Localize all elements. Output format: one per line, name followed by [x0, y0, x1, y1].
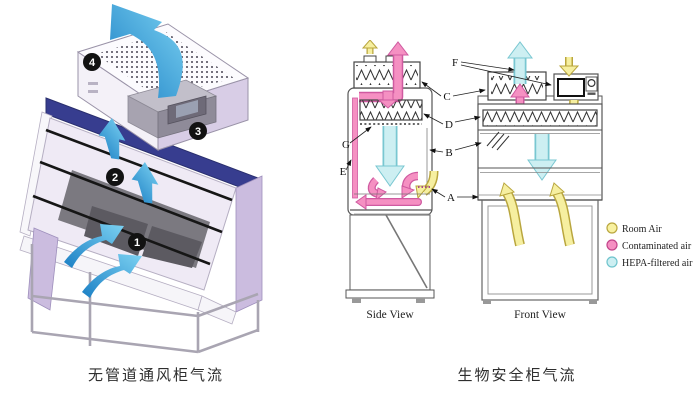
bsc-diagram: Side View	[340, 40, 693, 321]
sash-airflow-arrows	[98, 118, 159, 204]
svg-text:3: 3	[195, 126, 201, 138]
right-figure-caption: 生物安全柜气流	[457, 367, 577, 384]
svg-text:1: 1	[134, 237, 140, 249]
exhaust-arrow-icon	[110, 4, 183, 98]
part-label-C: C	[443, 91, 450, 103]
hepa-downflow-front-icon	[527, 134, 557, 181]
side-view-label: Side View	[366, 309, 414, 321]
ductless-hood-illustration: 1 2 3 4	[19, 4, 263, 354]
motor-dial-icon	[585, 76, 598, 95]
under-worktop-flow-icon	[355, 194, 422, 210]
legend-item-contaminated-air: Contaminated air	[606, 239, 692, 252]
part-label-F: F	[452, 57, 458, 69]
side-view: Side View	[345, 40, 439, 321]
contaminated-exhaust-arrow-icon	[359, 41, 410, 103]
legend-swatch-hepa-filtered-air	[606, 256, 618, 268]
side-view-stand	[345, 214, 435, 303]
supply-hepa-filter-front	[482, 109, 598, 127]
left-figure-caption: 无管道通风柜气流	[87, 367, 224, 384]
front-view-label: Front View	[514, 309, 567, 321]
front-view: Front View	[477, 41, 603, 321]
part-label-B: B	[445, 147, 452, 159]
legend-swatch-room-air	[606, 222, 618, 234]
rear-plenum-channel	[352, 97, 358, 199]
badge-1: 1	[128, 233, 146, 251]
badge-2: 2	[106, 168, 124, 186]
blower-box	[553, 73, 599, 101]
sash-frame-bars	[32, 128, 233, 266]
hepa-exhaust-up-arrow-icon	[507, 41, 533, 84]
leader-lines	[345, 61, 552, 200]
part-label-G: G	[342, 139, 350, 151]
sash-glass-marks	[486, 131, 510, 151]
badge-4: 4	[83, 53, 101, 71]
cabinet-left-frame	[19, 111, 53, 237]
svg-text:Contaminated air: Contaminated air	[622, 241, 692, 252]
stand-left-panel	[27, 227, 59, 311]
part-label-E: E	[340, 166, 347, 178]
room-air-mini-arrow-icon	[361, 40, 379, 54]
contaminated-into-filter-icon	[377, 90, 399, 109]
svg-text:Room Air: Room Air	[622, 224, 662, 235]
part-label-A: A	[447, 192, 455, 204]
legend-item-room-air: Room Air	[606, 222, 662, 235]
part-label-D: D	[445, 119, 453, 131]
hepa-downflow-arrow-icon	[375, 126, 405, 187]
svg-text:4: 4	[89, 57, 96, 69]
room-air-into-blower-icon	[558, 57, 580, 77]
intake-arrow-icons	[64, 224, 142, 298]
svg-text:HEPA-filtered air: HEPA-filtered air	[622, 258, 693, 269]
legend-item-hepa-filtered-air: HEPA-filtered air	[606, 256, 693, 269]
front-view-stand	[481, 199, 599, 304]
front-grille-room-air-icons	[499, 182, 575, 247]
badge-3: 3	[189, 122, 207, 140]
support-stand-frame	[30, 244, 260, 354]
cabinet-right-panel	[235, 175, 263, 313]
legend-swatch-contaminated-air	[606, 239, 618, 251]
svg-text:2: 2	[112, 172, 118, 184]
recirculation-arrow-icons	[367, 171, 419, 202]
legend: Room Air Contaminated air HEPA-filtered …	[606, 222, 693, 269]
control-panel	[126, 79, 218, 139]
